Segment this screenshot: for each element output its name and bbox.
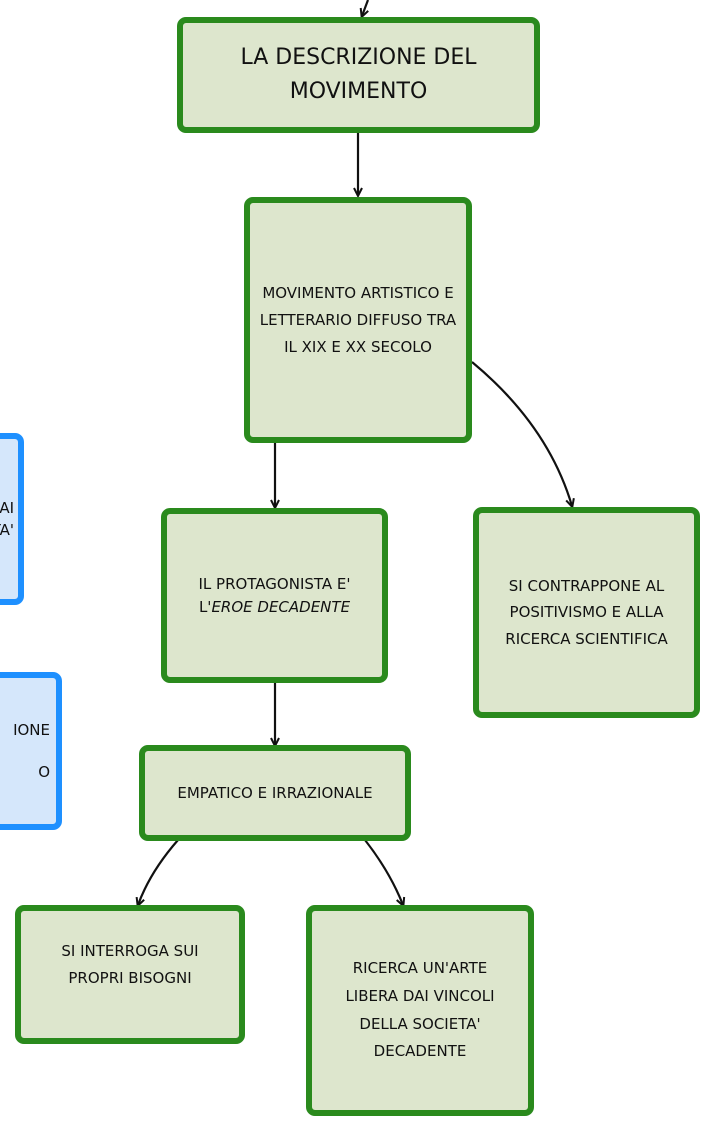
side-box-lower-line1: IONE (13, 720, 50, 739)
connector-definition-to-contrast (471, 361, 572, 506)
node-main-title-text: LA DESCRIZIONE DEL MOVIMENTO (240, 44, 477, 104)
node-empathic: EMPATICO E IRRAZIONALE (139, 745, 411, 841)
node-contrast: SI CONTRAPPONE AL POSITIVISMO E ALLA RIC… (473, 507, 700, 718)
side-box-upper-line1: AI (0, 498, 14, 517)
node-interrogates: SI INTERROGA SUI PROPRI BISOGNI (15, 905, 245, 1044)
node-definition: MOVIMENTO ARTISTICO E LETTERARIO DIFFUSO… (244, 197, 472, 443)
node-free-art: RICERCA UN'ARTE LIBERA DAI VINCOLI DELLA… (306, 905, 534, 1116)
side-box-upper-line2: TA' (0, 521, 14, 539)
side-box-lower: IONE O (0, 672, 62, 830)
node-contrast-text: SI CONTRAPPONE AL POSITIVISMO E ALLA RIC… (505, 577, 668, 648)
node-protagonist: IL PROTAGONISTA E' L'EROE DECADENTE (161, 508, 388, 683)
connector-incoming-top (362, 0, 370, 16)
node-main-title: LA DESCRIZIONE DEL MOVIMENTO (177, 17, 540, 133)
node-protagonist-prefix: IL PROTAGONISTA E' L' (198, 575, 351, 616)
node-definition-text: MOVIMENTO ARTISTICO E LETTERARIO DIFFUSO… (259, 283, 457, 356)
connector-empathic-to-interrogates (138, 839, 179, 905)
node-protagonist-italic: EROE DECADENTE (211, 597, 351, 616)
node-interrogates-text: SI INTERROGA SUI PROPRI BISOGNI (61, 942, 199, 987)
connector-empathic-to-free-art (364, 839, 403, 905)
side-box-upper: AI TA' (0, 433, 24, 605)
node-empathic-text: EMPATICO E IRRAZIONALE (177, 783, 373, 802)
side-box-lower-line2: O (38, 763, 50, 781)
node-free-art-text: RICERCA UN'ARTE LIBERA DAI VINCOLI DELLA… (345, 959, 495, 1061)
